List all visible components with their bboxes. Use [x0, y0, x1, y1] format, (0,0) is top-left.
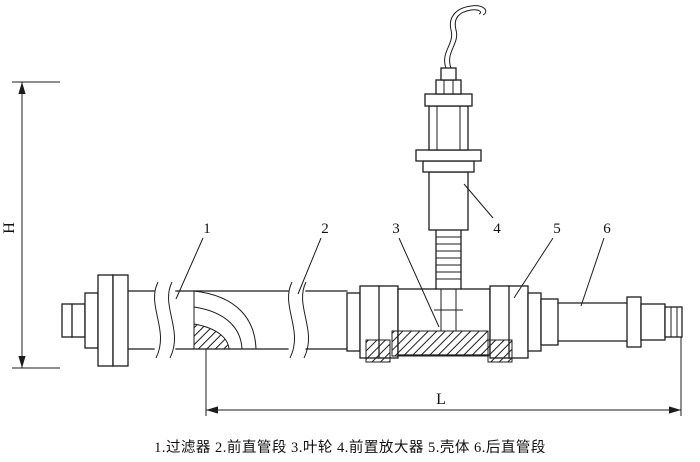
part-callouts: 1 2 3 4 5 6 [175, 183, 611, 328]
caption: 1.过滤器 2.前直管段 3.叶轮 4.前置放大器 5.壳体 6.后直管段 [154, 439, 546, 456]
flange-plate [112, 274, 129, 367]
housing-ring [346, 292, 361, 352]
dimension-length: L [205, 337, 682, 416]
front-pipe-section [127, 281, 348, 359]
outlet-endcap [664, 306, 683, 338]
housing-section-hatch [391, 330, 489, 357]
amplifier-body [428, 171, 469, 231]
housing-ring [527, 292, 542, 352]
part-number-5: 5 [553, 221, 561, 237]
flange-plate [97, 274, 114, 367]
cable-gland [440, 67, 457, 81]
leader-line-1 [175, 237, 204, 300]
filter-hatched-section [193, 323, 230, 350]
pipe-break-line [168, 281, 175, 359]
part-number-1: 1 [203, 221, 211, 237]
meter-housing [346, 285, 559, 363]
preamplifier [415, 5, 487, 290]
outlet-ring [626, 296, 642, 348]
connector-neck [435, 79, 462, 95]
flange-bolt [61, 303, 86, 338]
pipe-break-line [288, 281, 295, 359]
arrowhead-up [18, 82, 26, 94]
pipe-break-line [154, 281, 161, 359]
part-number-2: 2 [321, 221, 329, 237]
housing-section-hatch [487, 339, 513, 363]
outlet-body [640, 303, 666, 341]
threaded-stem [435, 229, 462, 290]
pipe-break-line [302, 281, 309, 359]
leader-line-2 [297, 237, 322, 295]
housing-section-hatch [365, 339, 391, 363]
part-number-6: 6 [603, 221, 611, 237]
cap-ring [424, 93, 473, 107]
signal-cable [444, 5, 487, 69]
leader-line-5 [513, 237, 554, 299]
rear-pipe-section [557, 296, 683, 348]
dimension-height: H [1, 81, 60, 369]
leader-line-3 [398, 237, 440, 328]
leader-line-4 [463, 183, 494, 219]
arrowhead-right [669, 406, 681, 414]
hex-flange [415, 149, 482, 162]
filter-screen [193, 290, 257, 350]
dim-label-l: L [436, 391, 446, 408]
arrowhead-left [206, 406, 218, 414]
impeller [434, 289, 463, 331]
flange-neck [84, 292, 99, 349]
part-number-3: 3 [392, 221, 400, 237]
dim-label-h: H [1, 222, 18, 234]
housing-outlet [540, 298, 559, 346]
leader-line-6 [580, 237, 605, 307]
lock-nut [422, 160, 475, 173]
inlet-flange-assembly [61, 274, 129, 367]
signal-cable [449, 9, 482, 69]
part-number-4: 4 [493, 221, 501, 237]
arrowhead-down [18, 356, 26, 368]
upper-cylinder [428, 105, 469, 151]
